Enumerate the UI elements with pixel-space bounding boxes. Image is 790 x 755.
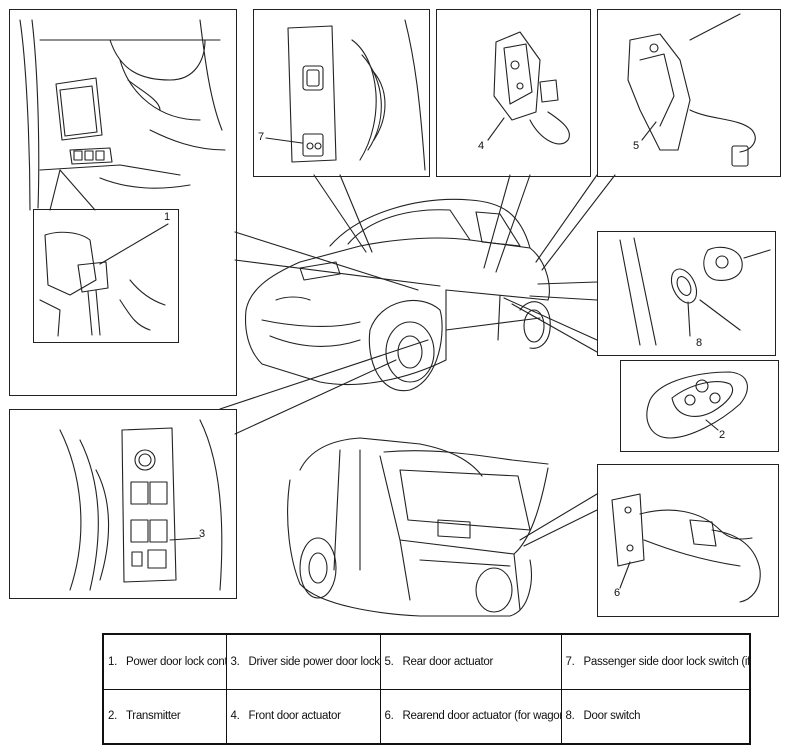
callout-5: 5 bbox=[633, 140, 640, 152]
legend-text: Door switch bbox=[583, 710, 641, 723]
legend-num: 8. bbox=[565, 710, 575, 723]
legend-row: 1. Power door lock controller 3. Driver si… bbox=[102, 633, 751, 690]
rear-car-drawing bbox=[287, 437, 549, 617]
legend-text: Power door lock controller bbox=[126, 655, 225, 668]
panel-transmitter bbox=[620, 360, 779, 452]
legend-text: Passenger side door lock switch (if equi… bbox=[583, 655, 750, 668]
callout-8: 8 bbox=[696, 337, 703, 349]
legend-cell: 5. Rear door actuator bbox=[379, 633, 562, 690]
legend-num: 1. bbox=[108, 655, 117, 668]
legend-cell: 6. Rearend door actuator (for wagon model… bbox=[379, 688, 562, 745]
rearend-actuator-drawing bbox=[611, 493, 761, 603]
callout-1: 1 bbox=[164, 211, 171, 223]
transmitter-drawing bbox=[646, 371, 748, 439]
legend-num: 7. bbox=[565, 655, 575, 668]
panel-passenger-switch bbox=[253, 9, 430, 177]
front-car-drawing bbox=[244, 198, 551, 392]
legend-num: 4. bbox=[230, 710, 240, 723]
panel-rearend-actuator bbox=[597, 464, 779, 617]
rear-door-actuator-drawing bbox=[627, 13, 756, 167]
legend-table: 1. Power door lock controller 3. Driver si… bbox=[102, 633, 751, 745]
driver-switch-drawing bbox=[59, 419, 223, 591]
callout-2: 2 bbox=[719, 429, 726, 441]
callout-7: 7 bbox=[258, 131, 265, 143]
legend-cell: 8. Door switch bbox=[560, 688, 751, 745]
door-switch-drawing bbox=[619, 237, 771, 346]
panel-rear-door-actuator bbox=[597, 9, 781, 177]
legend-cell: 1. Power door lock controller bbox=[102, 633, 227, 690]
callout-4: 4 bbox=[478, 140, 485, 152]
callout-3: 3 bbox=[199, 528, 206, 540]
panel-front-door-actuator bbox=[436, 9, 591, 177]
passenger-switch-drawing bbox=[265, 19, 426, 171]
legend-text: Rearend door actuator (for wagon model) bbox=[402, 710, 561, 723]
legend-cell: 7. Passenger side door lock switch (if eq… bbox=[560, 633, 751, 690]
legend-text: Driver side power door lock switch bbox=[248, 655, 380, 668]
front-door-actuator-drawing bbox=[487, 31, 570, 145]
legend-num: 6. bbox=[384, 710, 394, 723]
legend-num: 2. bbox=[108, 710, 117, 723]
legend-num: 5. bbox=[384, 655, 394, 668]
legend-num: 3. bbox=[230, 655, 240, 668]
legend-cell: 2. Transmitter bbox=[102, 688, 227, 745]
callout-6: 6 bbox=[614, 587, 621, 599]
legend-text: Transmitter bbox=[126, 710, 181, 723]
legend-text: Front door actuator bbox=[248, 710, 341, 723]
dashboard-drawing bbox=[19, 19, 226, 211]
legend-cell: 4. Front door actuator bbox=[225, 688, 381, 745]
controller-inset-drawing bbox=[39, 223, 169, 337]
legend-cell: 3. Driver side power door lock switch bbox=[225, 633, 381, 690]
legend-row: 2. Transmitter 4. Front door actuator 6. Re… bbox=[102, 688, 751, 745]
leader-lines bbox=[219, 174, 616, 547]
panel-door-switch bbox=[597, 231, 776, 356]
legend-text: Rear door actuator bbox=[402, 655, 494, 668]
panel-driver-switch bbox=[9, 409, 237, 599]
